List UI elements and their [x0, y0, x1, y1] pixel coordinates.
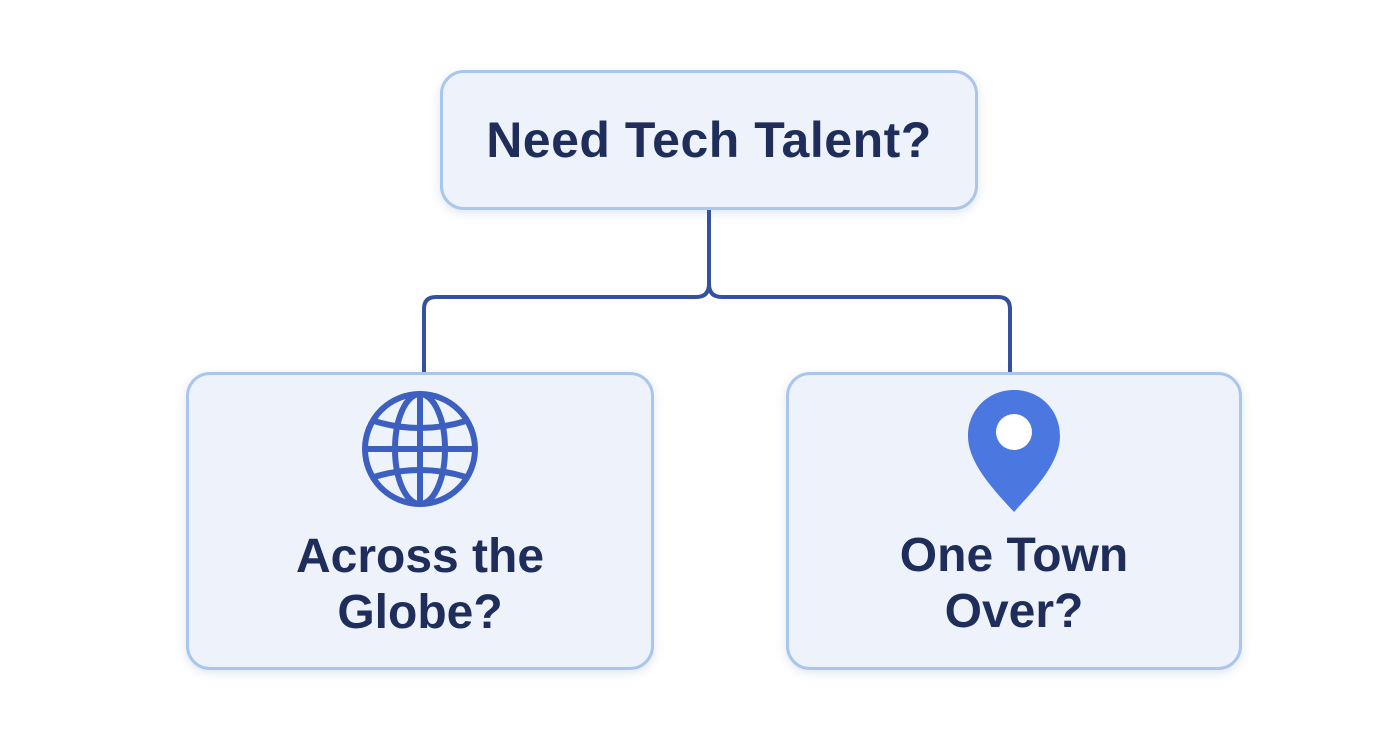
branch-node-global: Across the Globe? [186, 372, 654, 670]
location-pin-icon [968, 390, 1060, 512]
connector-line [422, 210, 711, 372]
root-node: Need Tech Talent? [440, 70, 978, 210]
branch-node-global-label: Across the Globe? [295, 530, 545, 639]
root-node-label: Need Tech Talent? [486, 112, 932, 168]
branch-node-local-label: One Town Over? [899, 529, 1129, 638]
connector-line [707, 283, 1012, 372]
branch-node-local: One Town Over? [786, 372, 1242, 670]
globe-icon [362, 391, 478, 507]
